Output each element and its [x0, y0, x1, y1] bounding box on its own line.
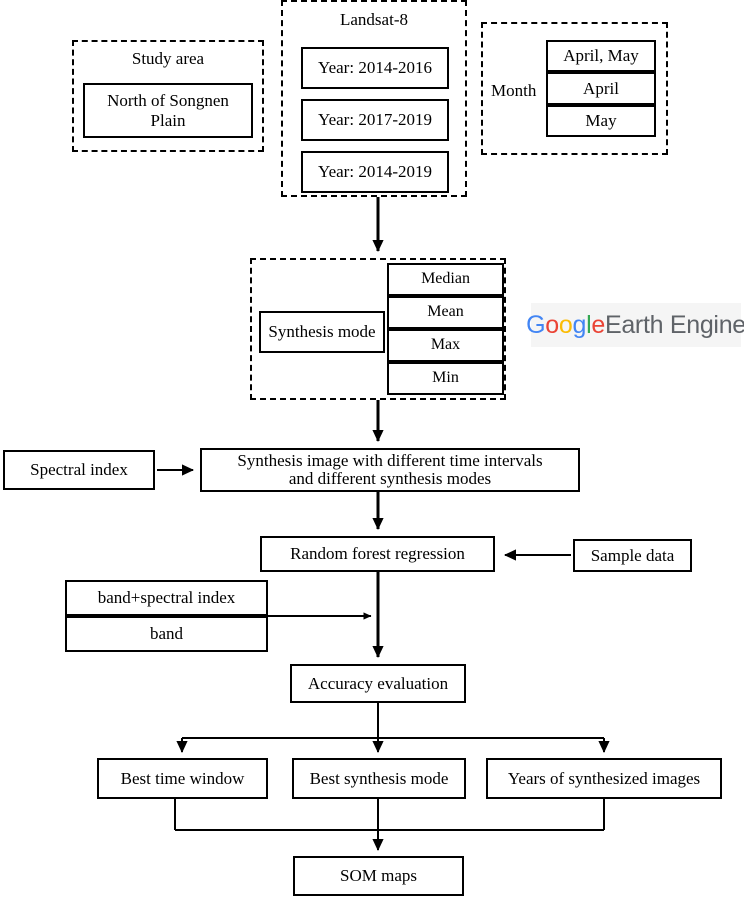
synthesis-options-stack: Median Mean Max Min [387, 263, 504, 395]
node-accuracy-evaluation[interactable]: Accuracy evaluation [290, 664, 466, 703]
group-landsat8 [281, 0, 467, 197]
group-study-area-label: Study area [131, 49, 205, 68]
node-synthesis-image[interactable]: Synthesis image with different time inte… [200, 448, 580, 492]
logo-letter-e-red: e [591, 310, 605, 339]
node-band[interactable]: band [65, 616, 268, 652]
group-month-label: Month [491, 81, 537, 100]
node-synthesis-mean[interactable]: Mean [387, 296, 504, 329]
logo-text-earth-engine: Earth Engine [604, 310, 744, 339]
node-synthesis-min[interactable]: Min [387, 362, 504, 395]
node-north-of-songnen-plain[interactable]: North of Songnen Plain [83, 83, 253, 138]
band-options-stack: band+spectral index band [65, 580, 268, 652]
node-best-time-window[interactable]: Best time window [97, 758, 268, 799]
group-synthesis-mode [250, 258, 506, 400]
group-study-area [72, 40, 264, 152]
node-random-forest-regression[interactable]: Random forest regression [260, 536, 495, 572]
node-best-synthesis-mode[interactable]: Best synthesis mode [292, 758, 466, 799]
node-years-of-synthesized-images[interactable]: Years of synthesized images [486, 758, 722, 799]
node-month-april-may[interactable]: April, May [546, 40, 656, 73]
node-sample-data[interactable]: Sample data [573, 539, 692, 572]
node-landsat-year-2014-2019[interactable]: Year: 2014-2019 [301, 151, 449, 193]
logo-letter-l-green: l [586, 310, 592, 339]
node-landsat-year-2017-2019[interactable]: Year: 2017-2019 [301, 99, 449, 141]
node-synthesis-max[interactable]: Max [387, 329, 504, 362]
logo-letter-o-red: o [545, 310, 559, 339]
node-som-maps[interactable]: SOM maps [293, 856, 464, 896]
node-synthesis-mode[interactable]: Synthesis mode [259, 311, 385, 353]
group-month [481, 22, 668, 155]
node-month-april[interactable]: April [546, 72, 656, 105]
node-landsat-year-2014-2016[interactable]: Year: 2014-2016 [301, 47, 449, 89]
node-month-may[interactable]: May [546, 104, 656, 137]
logo-letter-o-yellow: o [558, 310, 573, 339]
node-spectral-index[interactable]: Spectral index [3, 450, 155, 490]
logo-letter-g-blue-2: g [572, 310, 587, 339]
node-synthesis-median[interactable]: Median [387, 263, 504, 296]
node-synthesis-image-line2: and different synthesis modes [288, 469, 492, 488]
logo-letter-g-blue: G [526, 310, 546, 339]
month-options-stack: April, May April May [546, 40, 656, 137]
node-synthesis-image-line1: Synthesis image with different time inte… [237, 451, 543, 471]
group-landsat8-label: Landsat-8 [340, 10, 408, 29]
node-band-plus-spectral-index[interactable]: band+spectral index [65, 580, 268, 616]
